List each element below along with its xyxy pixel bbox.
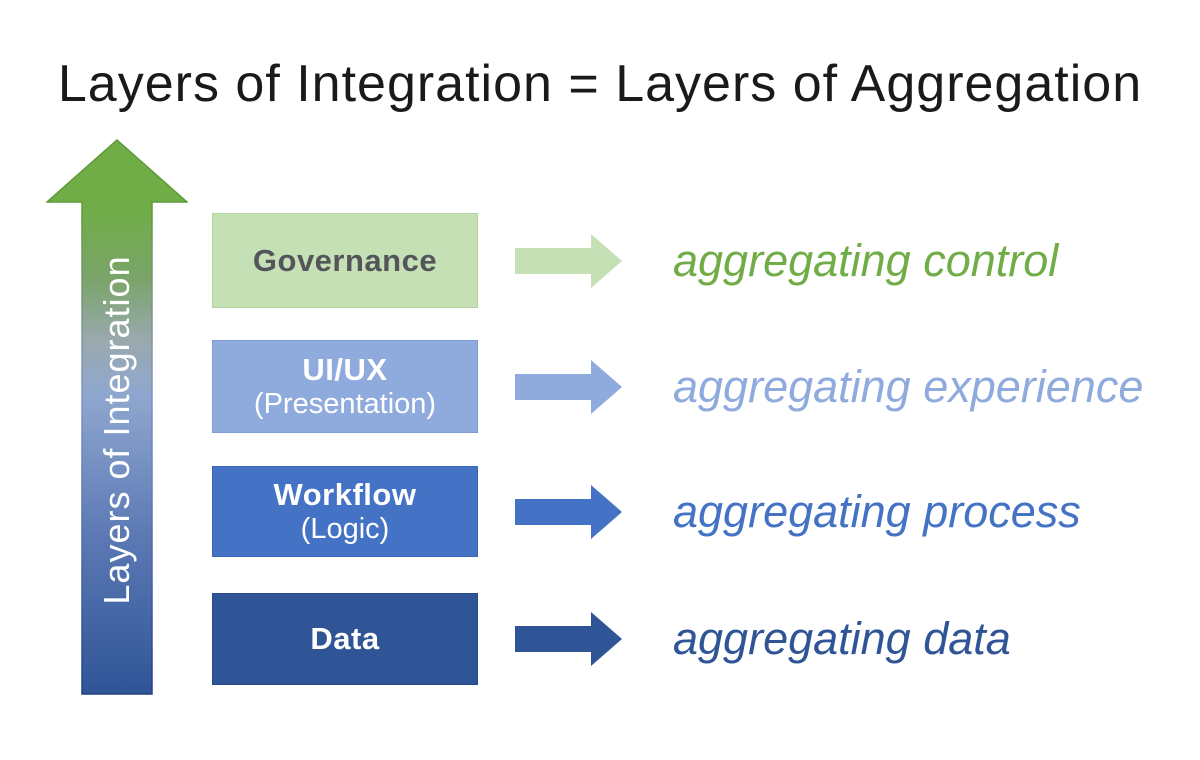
slide-title: Layers of Integration = Layers of Aggreg… xyxy=(57,55,1143,113)
integration-axis-label: Layers of Integration xyxy=(96,255,137,605)
layer-row-data: Data aggregating data xyxy=(212,593,1190,685)
layer-box-subtitle: (Logic) xyxy=(300,512,390,545)
right-arrow-shape xyxy=(515,359,622,414)
layer-box-workflow: Workflow (Logic) xyxy=(212,466,478,557)
layer-box-governance: Governance xyxy=(212,213,478,308)
layer-box-subtitle: (Presentation) xyxy=(253,387,437,420)
layer-box-title: Data xyxy=(310,621,380,657)
layer-box-title: Governance xyxy=(252,242,438,278)
right-arrow-icon xyxy=(515,612,622,666)
aggregation-label-control: aggregating control xyxy=(673,234,1059,286)
right-arrow-shape xyxy=(515,612,622,666)
aggregation-label-experience: aggregating experience xyxy=(673,360,1144,412)
right-arrow-icon xyxy=(515,359,622,414)
aggregation-label-process: aggregating process xyxy=(673,485,1081,537)
layer-box-title: UI/UX xyxy=(302,352,388,387)
layer-row-uiux: UI/UX (Presentation) aggregating experie… xyxy=(212,340,1190,433)
layer-box-data: Data xyxy=(212,593,478,685)
right-arrow-shape xyxy=(515,484,622,539)
integration-axis-arrow xyxy=(46,139,188,695)
right-arrow-icon xyxy=(515,484,622,539)
up-arrow-shape xyxy=(46,139,188,695)
layer-row-governance: Governance aggregating control xyxy=(212,213,1190,308)
layer-box-title: Workflow xyxy=(273,477,417,512)
layer-row-workflow: Workflow (Logic) aggregating process xyxy=(212,466,1190,557)
right-arrow-icon xyxy=(515,233,622,288)
right-arrow-shape xyxy=(515,233,622,288)
layer-box-uiux: UI/UX (Presentation) xyxy=(212,340,478,433)
aggregation-label-data: aggregating data xyxy=(673,613,1011,664)
